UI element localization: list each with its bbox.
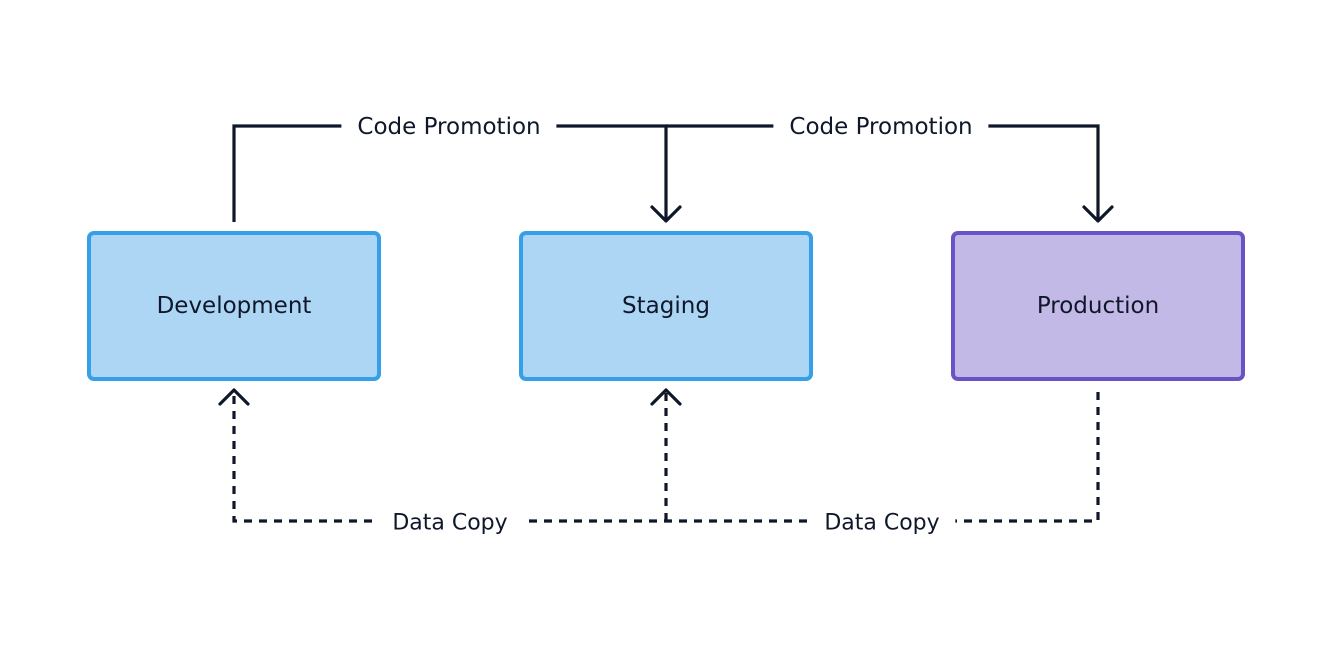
edge-label-data-copy-1: Data Copy (376, 510, 524, 536)
arrowhead-down-production (1082, 205, 1114, 223)
arrowhead-up-staging (650, 388, 682, 406)
node-label-development: Development (156, 293, 312, 319)
node-staging: Staging (519, 231, 813, 381)
code-promotion-line-staging-to-production (666, 124, 1100, 220)
node-development: Development (87, 231, 381, 381)
node-production: Production (951, 231, 1245, 381)
code-promotion-line-dev-to-staging (232, 124, 668, 222)
edge-label-code-promotion-2: Code Promotion (773, 114, 989, 140)
node-label-production: Production (1036, 293, 1160, 319)
edge-label-code-promotion-1: Code Promotion (341, 114, 557, 140)
node-label-staging: Staging (622, 293, 710, 319)
arrowhead-down-staging (650, 205, 682, 223)
arrowhead-up-development (218, 388, 250, 406)
edge-label-data-copy-2: Data Copy (808, 510, 956, 536)
